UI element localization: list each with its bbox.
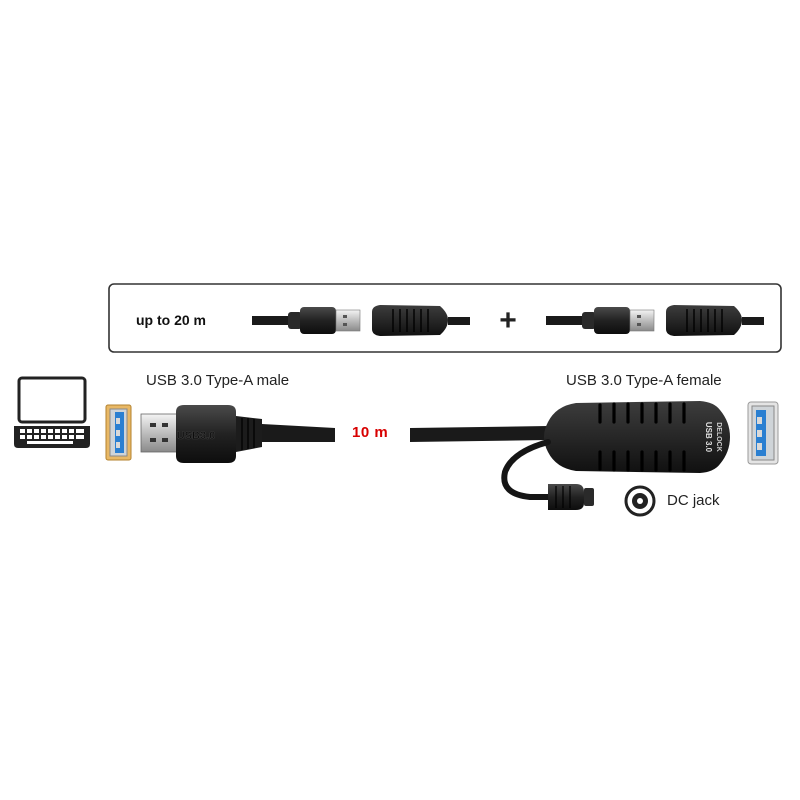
dc-jack-label: DC jack [667, 492, 720, 509]
dc-jack-icon [624, 485, 656, 517]
laptop-icon [14, 376, 90, 448]
banner-cable-plug-2 [546, 307, 655, 334]
power-cable [501, 439, 594, 510]
repeater-brand-text: DELOCK [715, 422, 722, 452]
banner-plus: + [499, 304, 517, 337]
female-connector-label: USB 3.0 Type-A female [566, 372, 722, 389]
usb3-male-plug: USB3.0 [140, 405, 262, 463]
extension-cable [262, 424, 548, 442]
banner-repeater-2 [666, 305, 764, 336]
plug-brand-text: USB3.0 [177, 430, 216, 442]
banner-panel: + [108, 283, 782, 353]
usb3-port-device-icon [747, 401, 779, 465]
male-connector-label: USB 3.0 Type-A male [146, 372, 290, 389]
usb3-port-host-icon [105, 404, 132, 461]
cable-length-label: 10 m [352, 424, 389, 441]
repeater-model-text: USB 3.0 [704, 422, 713, 453]
active-repeater: DELOCK USB 3.0 [544, 401, 730, 473]
range-label: up to 20 m [136, 312, 207, 328]
banner-cable-plug-1 [252, 307, 361, 334]
banner-repeater-1 [372, 305, 470, 336]
